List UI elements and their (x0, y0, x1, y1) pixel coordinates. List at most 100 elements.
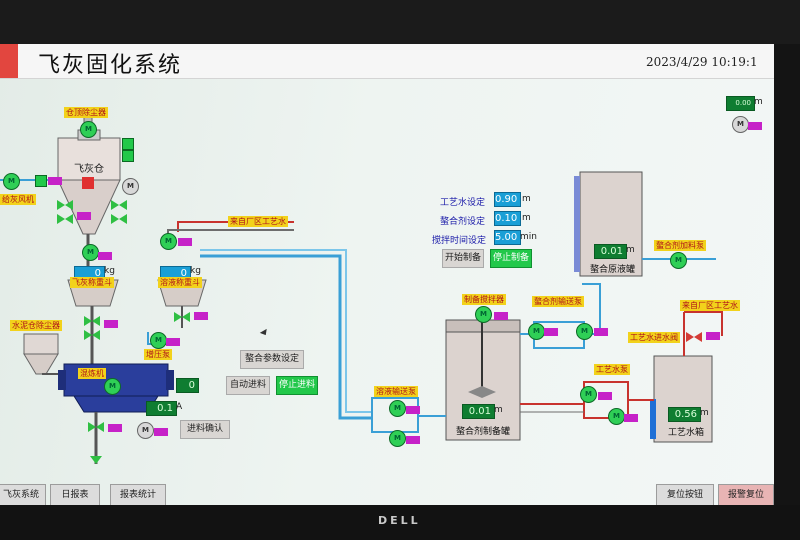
chelant-params-button[interactable]: 螯合参数设定 (240, 350, 304, 369)
monitor-bezel-top (0, 0, 800, 44)
rotary-feeder-motor-icon[interactable]: M (82, 244, 99, 261)
silo-level-switch-icon-2 (122, 150, 134, 162)
stir-time-input[interactable]: 5.00 (494, 230, 521, 245)
chelant-setting-input[interactable]: 0.10 (494, 211, 521, 226)
top-right-motor-icon[interactable]: M (732, 116, 749, 133)
silo-vibrator-motor-icon[interactable]: M (122, 178, 139, 195)
booster-pump-motor-icon[interactable]: M (150, 332, 167, 349)
fan-fault-indicator (48, 177, 62, 185)
label-fly-ash-silo: 飞灰仓 (74, 164, 104, 175)
water-valve-fault-indicator (706, 332, 720, 340)
stop-feed-button[interactable]: 停止进料 (276, 376, 318, 395)
label-dosing-pump: 螯合剂输送泵 (532, 296, 584, 307)
feed-fan-motor-icon[interactable]: M (3, 173, 20, 190)
label-stock-tank: 螯合原液罐 (590, 265, 636, 275)
top-right-level-unit: m (754, 97, 763, 107)
water-setting-unit: m (522, 194, 531, 204)
liquid-weight-unit: kg (190, 266, 201, 276)
silo-cone (57, 179, 121, 235)
transfer-pump-2-motor-icon[interactable]: M (389, 430, 406, 447)
scale-discharge-valve-icon[interactable] (84, 316, 100, 326)
silo-right-valve-icon[interactable] (111, 200, 127, 210)
water-pump-2-fault-indicator (624, 414, 638, 422)
water-inlet-valve-icon[interactable] (686, 332, 702, 342)
water-setting-label: 工艺水设定 (440, 198, 486, 208)
label-process-water-in: 来自厂区工艺水 (228, 216, 288, 227)
water-setting-input[interactable]: 0.90 (494, 192, 521, 207)
label-cement-silo-dust: 水泥仓除尘器 (10, 320, 62, 331)
stir-time-label: 搅拌时间设定 (432, 236, 487, 246)
page-title: 飞灰固化系统 (38, 53, 183, 78)
transfer-pump-motor-icon[interactable]: M (389, 400, 406, 417)
water-pump-2-motor-icon[interactable]: M (608, 408, 625, 425)
dosing-pump-motor-icon[interactable]: M (528, 323, 545, 340)
fly-ash-weight-unit: kg (104, 266, 115, 276)
alarm-reset-button[interactable]: 报警复位 (718, 484, 774, 506)
mixer-discharge-valve-icon[interactable] (88, 422, 104, 432)
label-booster-pump: 增压泵 (144, 349, 172, 360)
silo-right-valve-icon-2[interactable] (111, 214, 127, 224)
transfer-pump-2-fault-indicator (406, 436, 420, 444)
label-mixer: 混炼机 (78, 368, 106, 379)
prep-tank-level-unit: m (494, 405, 503, 415)
water-tank-level-display: 0.56 (668, 407, 701, 422)
silo-alarm-indicator (82, 177, 94, 189)
feed-confirm-button[interactable]: 进料确认 (180, 420, 230, 439)
stock-tank-level-unit: m (626, 245, 635, 255)
tab-report-stats[interactable]: 报表统计 (110, 484, 166, 506)
stir-time-unit: min (520, 232, 537, 242)
auto-feed-button[interactable]: 自动进料 (226, 376, 270, 395)
silo-left-valve-icon-2[interactable] (57, 214, 73, 224)
hmi-screen: 飞灰固化系统 2023/4/29 10:19:1 (0, 44, 774, 506)
stock-tank-level-display: 0.01 (594, 244, 627, 259)
label-water-tank: 工艺水箱 (668, 428, 705, 438)
liquid-scale-valve-icon[interactable] (174, 312, 190, 322)
label-fly-ash-scale: 飞灰称重斗 (70, 277, 114, 288)
mixer-discharge-fault-indicator (108, 424, 122, 432)
water-pump-fault-indicator (598, 392, 612, 400)
liquid-inlet-fault-indicator (178, 238, 192, 246)
scale-discharge-valve-icon-2[interactable] (84, 330, 100, 340)
mixer-aux-display: 0 (176, 378, 199, 393)
chelant-feed-pump-motor-icon[interactable]: M (670, 252, 687, 269)
agitator-fault-indicator (494, 312, 508, 320)
label-prep-agitator: 制备搅拌器 (462, 294, 506, 305)
booster-pump-fault-indicator (166, 338, 180, 346)
label-chelant-feed-pump: 螯合剂加料泵 (654, 240, 706, 251)
tab-flyash-system[interactable]: 飞灰系统 (0, 484, 46, 506)
discharge-fault-indicator (154, 428, 168, 436)
dust-collector-motor-icon[interactable]: M (80, 121, 97, 138)
discharge-gate-motor-icon[interactable]: M (137, 422, 154, 439)
label-feed-fan: 给灰风机 (0, 194, 36, 205)
header-accent (0, 44, 18, 78)
agitator-motor-icon[interactable]: M (475, 306, 492, 323)
dosing-pump-2-motor-icon[interactable]: M (576, 323, 593, 340)
water-tank-level-unit: m (700, 408, 709, 418)
mixer-motor-icon[interactable]: M (104, 378, 121, 395)
monitor-brand-logo: DELL (378, 514, 421, 527)
label-liquid-scale: 溶液称重斗 (158, 277, 202, 288)
water-pump-motor-icon[interactable]: M (580, 386, 597, 403)
dosing-pump-fault-indicator (544, 328, 558, 336)
water-tank-shape (653, 355, 713, 443)
feeder-fault-indicator (98, 252, 112, 260)
datetime-display: 2023/4/29 10:19:1 (646, 55, 758, 69)
label-silo-dust-collector: 仓顶除尘器 (64, 107, 108, 118)
monitor-bezel-bottom (0, 505, 800, 540)
label-transfer-pump: 溶液输送泵 (374, 386, 418, 397)
top-right-fault-indicator (748, 122, 762, 130)
silo-level-switch-icon (122, 138, 134, 150)
start-prep-button[interactable]: 开始制备 (442, 249, 484, 268)
prep-tank-level-display: 0.01 (462, 404, 495, 419)
stop-prep-button[interactable]: 停止制备 (490, 249, 532, 268)
mixer-current-display: 0.1 (146, 401, 177, 416)
tab-daily-report[interactable]: 日报表 (50, 484, 100, 506)
label-water-inlet-valve: 工艺水进水阀 (628, 332, 680, 343)
chelant-setting-unit: m (522, 213, 531, 223)
liquid-inlet-motor-icon[interactable]: M (160, 233, 177, 250)
reset-button[interactable]: 复位按钮 (656, 484, 714, 506)
chelant-setting-label: 螯合剂设定 (440, 217, 486, 227)
silo-left-valve-icon[interactable] (57, 200, 73, 210)
liquid-valve-fault-indicator (194, 312, 208, 320)
silo-valve-fault-indicator (77, 212, 91, 220)
